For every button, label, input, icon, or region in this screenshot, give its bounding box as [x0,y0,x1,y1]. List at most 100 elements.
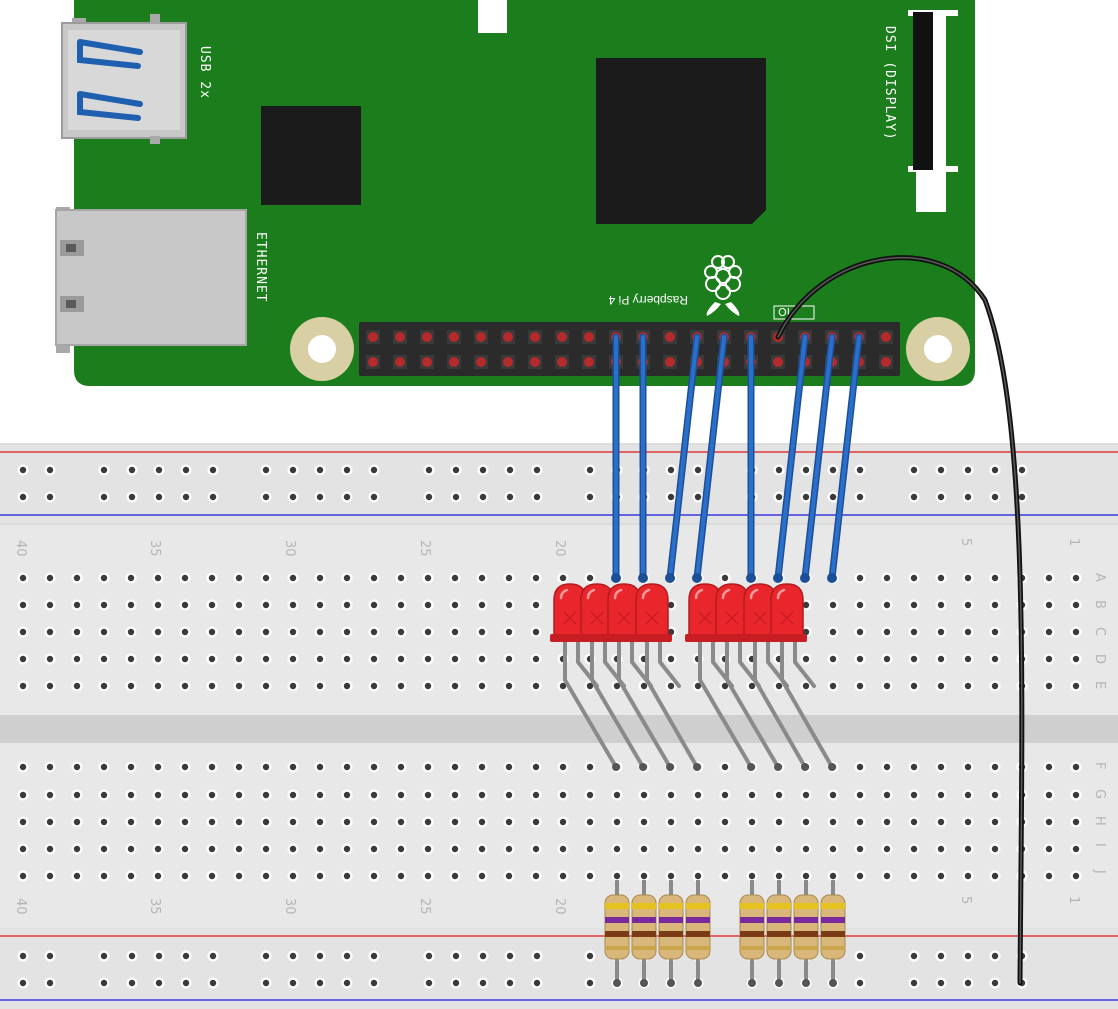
breadboard-hole-pin [397,655,405,663]
power-rail-hole-pin [46,979,54,987]
breadboard-hole-pin [235,628,243,636]
breadboard-hole-pin [154,655,162,663]
breadboard-hole-pin [883,791,891,799]
breadboard-hole-pin [19,655,27,663]
breadboard-hole-pin [532,791,540,799]
breadboard-hole-pin [235,791,243,799]
breadboard-hole-pin [937,601,945,609]
breadboard-hole-pin [532,655,540,663]
breadboard-hole-pin [343,791,351,799]
breadboard-hole-pin [451,763,459,771]
breadboard: 40 35 30 25 20 5 1 40 35 30 25 20 5 1 A … [0,443,1118,1009]
breadboard-hole-pin [262,628,270,636]
breadboard-hole-pin [289,818,297,826]
power-rail-hole-pin [155,952,163,960]
breadboard-hole-pin [802,682,810,690]
breadboard-hole-pin [775,682,783,690]
breadboard-hole-pin [748,818,756,826]
breadboard-hole-pin [856,845,864,853]
power-rail-hole-pin [425,979,433,987]
breadboard-hole-pin [1072,601,1080,609]
gpio-header [359,322,900,376]
breadboard-hole-pin [937,791,945,799]
breadboard-hole-pin [154,818,162,826]
breadboard-hole-pin [613,791,621,799]
breadboard-hole-pin [883,601,891,609]
breadboard-hole-pin [46,574,54,582]
breadboard-hole-pin [748,872,756,880]
resistor [685,880,711,987]
breadboard-hole-pin [586,845,594,853]
breadboard-hole-pin [613,818,621,826]
signal-wire-end [746,573,756,583]
power-rail-hole-pin [479,493,487,501]
breadboard-hole-pin [154,628,162,636]
power-rail-hole-pin [182,466,190,474]
power-rail-hole-pin [46,466,54,474]
breadboard-hole-pin [181,601,189,609]
breadboard-hole-pin [127,682,135,690]
breadboard-hole-pin [802,818,810,826]
breadboard-hole-pin [235,763,243,771]
breadboard-hole-pin [802,628,810,636]
power-rail-hole-pin [506,493,514,501]
breadboard-hole-pin [46,601,54,609]
breadboard-hole-pin [19,818,27,826]
breadboard-hole-pin [856,601,864,609]
breadboard-hole-pin [991,845,999,853]
breadboard-hole-pin [289,845,297,853]
breadboard-hole-pin [154,682,162,690]
led-leg [630,638,653,688]
row-letter-a: A [1092,573,1107,582]
gpio-pin [422,332,432,342]
breadboard-hole-pin [505,628,513,636]
breadboard-hole-pin [1045,791,1053,799]
breadboard-hole-pin [370,628,378,636]
breadboard-hole-pin [937,682,945,690]
breadboard-hole-pin [154,574,162,582]
led-leg-end [612,763,620,771]
power-rail-hole-pin [479,979,487,987]
breadboard-hole-pin [478,655,486,663]
breadboard-hole-pin [721,872,729,880]
breadboard-hole-pin [505,818,513,826]
resistors [604,880,846,987]
breadboard-hole-pin [100,655,108,663]
led-leg-end [828,763,836,771]
breadboard-hole-pin [370,655,378,663]
power-rail-hole-pin [100,493,108,501]
power-rail-hole-pin [1018,466,1026,474]
breadboard-hole-pin [181,872,189,880]
breadboard-hole-pin [370,763,378,771]
breadboard-hole-pin [127,872,135,880]
breadboard-hole-pin [640,872,648,880]
resistor [631,880,657,987]
breadboard-hole-pin [370,601,378,609]
breadboard-hole-pin [937,763,945,771]
power-rail-hole-pin [964,952,972,960]
breadboard-hole-pin [100,574,108,582]
power-rail-hole-pin [425,952,433,960]
breadboard-hole-pin [451,818,459,826]
breadboard-hole-pin [1045,818,1053,826]
gpio-pin [395,357,405,367]
breadboard-hole-pin [235,574,243,582]
breadboard-hole-pin [208,574,216,582]
breadboard-hole-pin [910,628,918,636]
breadboard-hole-pin [1045,872,1053,880]
power-rail-hole-pin [910,493,918,501]
power-rail-hole-pin [775,493,783,501]
power-rail-hole-pin [343,979,351,987]
gpio-pin [881,332,891,342]
breadboard-hole-pin [532,763,540,771]
breadboard-hole-pin [73,655,81,663]
breadboard-hole-pin [235,845,243,853]
breadboard-hole-pin [640,818,648,826]
led-leg [645,638,699,769]
signal-wire-end [827,573,837,583]
breadboard-hole-pin [964,845,972,853]
breadboard-hole-pin [19,682,27,690]
led-leg [738,638,761,688]
breadboard-hole-pin [46,845,54,853]
breadboard-hole-pin [883,628,891,636]
